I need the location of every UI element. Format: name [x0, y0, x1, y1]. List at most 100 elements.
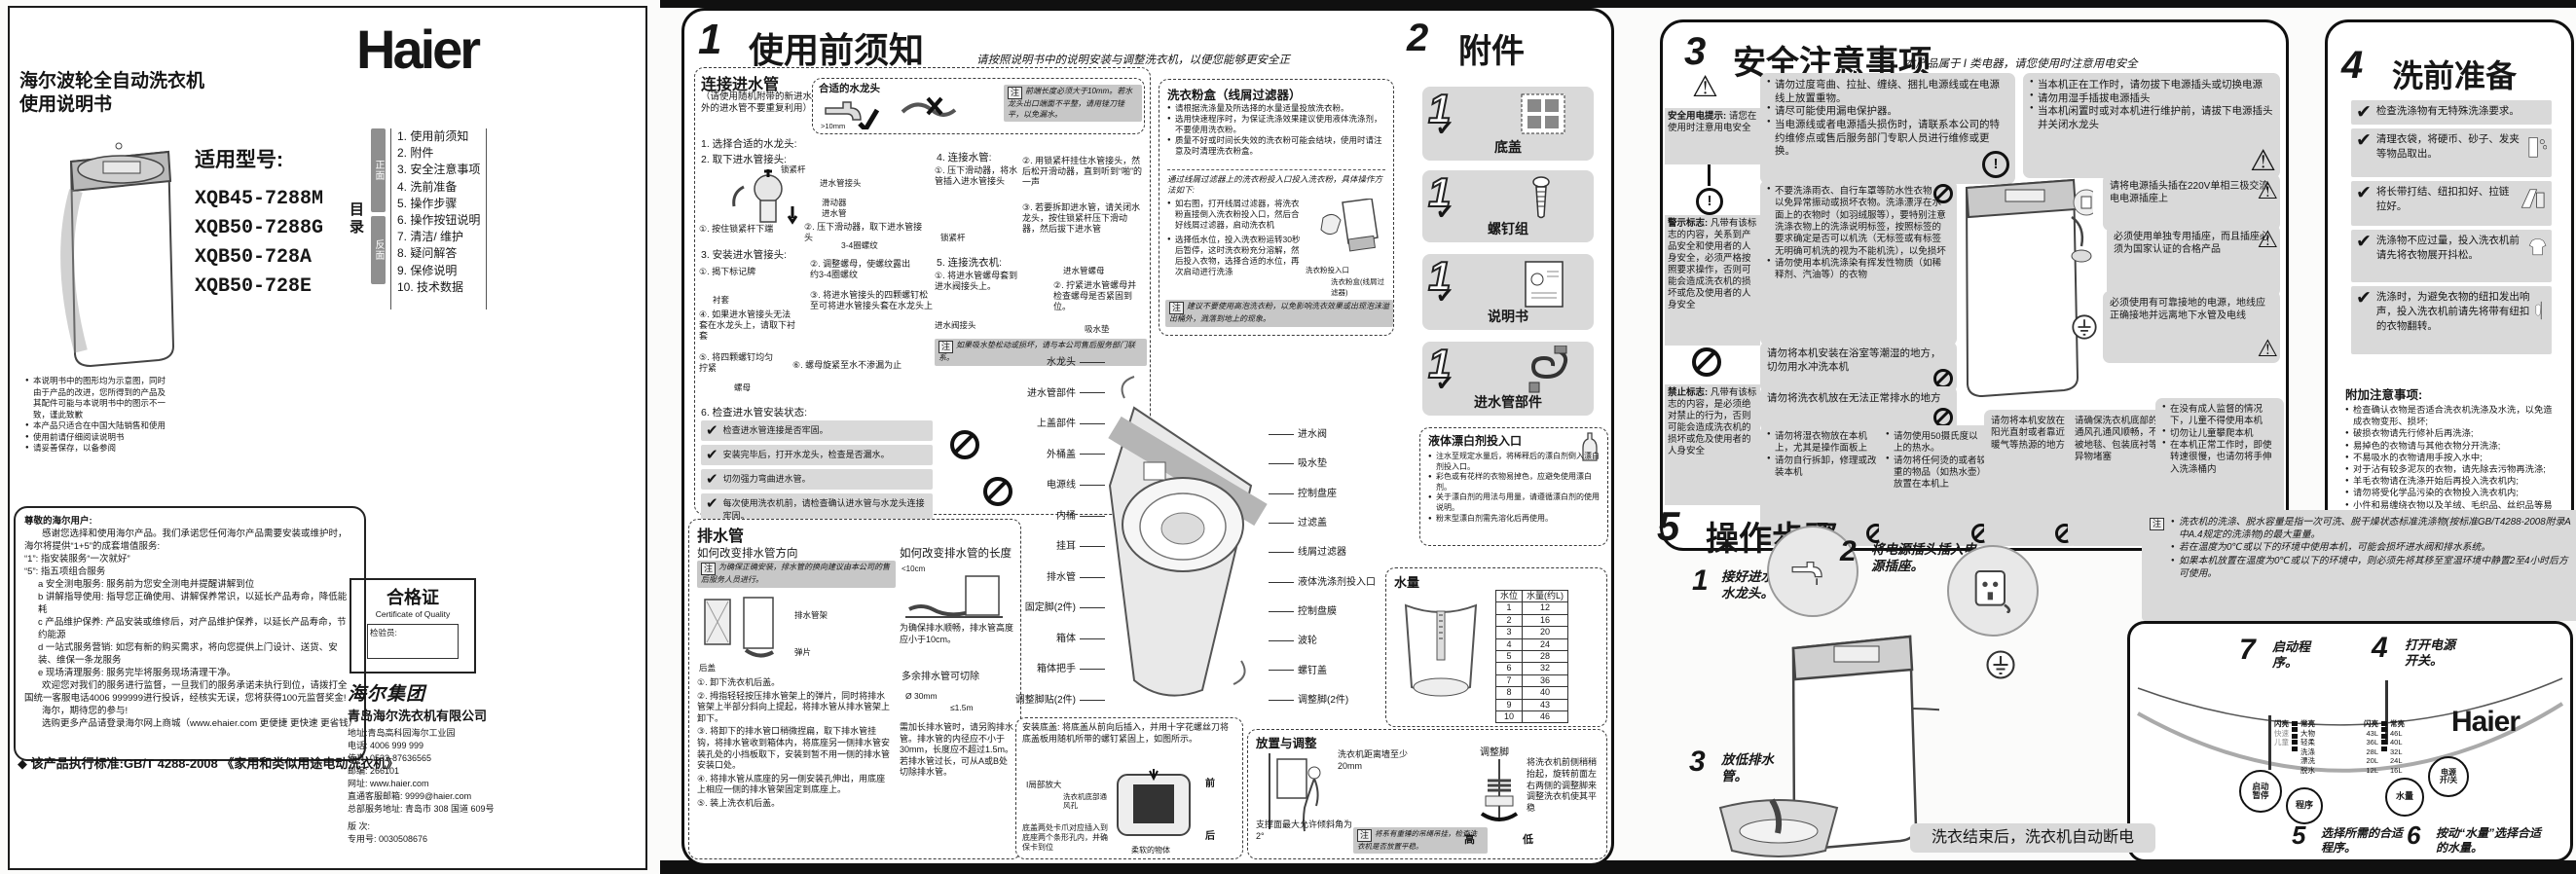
- bottom-cover-icon: [1521, 93, 1565, 134]
- check-text: 安装完毕后，打开水龙头，检查是否漏水。: [722, 450, 890, 459]
- check-icon: ✔: [1436, 200, 1454, 224]
- check-row: ✔清理衣袋，将硬币、砂子、发夹等物品取出。: [2351, 128, 2552, 177]
- inlet-step2: 2. 取下进水管接头:: [701, 154, 788, 165]
- manual-icon: [1525, 261, 1564, 308]
- company-info: 海尔集团 青岛海尔洗衣机有限公司 地址:青岛高科园海尔工业园电话: 4006 9…: [348, 679, 523, 845]
- suction-pad-label: 吸水垫: [1085, 324, 1110, 334]
- check-row: ✔安装完毕后，打开水龙头，检查是否漏水。: [701, 445, 933, 465]
- serial-line: 专用号: 0030508676: [348, 834, 428, 844]
- step6-text: 按动“水量”选择合适的水量。: [2436, 826, 2542, 855]
- accessory-name: 进水管部件: [1474, 394, 1542, 410]
- check-text: 清理衣袋，将硬币、砂子、发夹等物品取出。: [2375, 133, 2520, 160]
- toc-item: 2. 附件: [397, 146, 434, 161]
- water-level: 9: [1494, 698, 1524, 712]
- part-label: 液体洗涤剂投入口: [1269, 573, 1415, 588]
- prohibit-icon: [1692, 347, 1721, 377]
- water-liters: 43: [1522, 698, 1569, 712]
- hose-joint-illustration: [732, 169, 798, 225]
- drain-10cm-label: <10cm: [902, 564, 926, 573]
- extra-note: 检查确认衣物是否适合洗衣机洗涤及水洗，以免造成衣物变形、损坏;: [2345, 404, 2556, 427]
- check-row: ✔洗涤时，为避免衣物的纽扣发出响声，投入洗衣机前请先将带有纽扣的衣物翻转。: [2351, 286, 2552, 354]
- letter-p3: 海尔，期待您的参与!: [42, 706, 129, 716]
- control-panel-box: 7 启动程序。 4 打开电源开关。 闪亮 快速儿童 常亮 大物轻柔洗涤漂洗脱水 …: [2127, 621, 2573, 862]
- accessory-qty: 1: [1427, 341, 1452, 386]
- accessory-card-manual: 1✔ 说明书: [1422, 254, 1594, 330]
- part-label: 波轮: [1269, 632, 1415, 646]
- program-blink-item: 儿童: [2274, 738, 2289, 747]
- water-blink-item: 36L: [2366, 738, 2378, 747]
- detergent-box: 洗衣粉盒（线屑过滤器） 请根据洗涤量及所选择的水量适量投放洗衣粉。选用快速程序时…: [1159, 79, 1394, 336]
- program-label: 程序: [2295, 800, 2313, 811]
- warning-card-working: 当本机正在工作时，请勿拔下电源插头或切换电源请勿用湿手插拔电源插头当本机闲置时或…: [2023, 73, 2280, 178]
- washing-machine-illustration: [1965, 178, 2093, 398]
- button-shirt-icon: [2535, 301, 2542, 320]
- scan-edge-top: [660, 0, 2576, 8]
- accessory-qty: 1: [1427, 253, 1452, 299]
- check-text: 检查洗涤物有无特殊洗涤要求。: [2375, 105, 2520, 117]
- warning-bullet: 不要洗涤雨衣、自行车罩等防水性衣物，以免异常振动或损坏衣物。洗涤漂浮在水面上的衣…: [1767, 186, 1950, 258]
- water-steady-item: 32L: [2390, 747, 2403, 756]
- faucet-box: 合适的水龙头 >10mm 注前端长度必须大于10mm。若水龙头出口端面不平整，请…: [812, 78, 1145, 134]
- part-label: 箱体把手: [969, 660, 1105, 674]
- inlet-step3a: ①. 揭下标记牌: [699, 267, 756, 276]
- model-number: XQB50-728A: [195, 246, 313, 269]
- water-steady-item: 40L: [2390, 738, 2403, 747]
- warning-bullet: 请勿将任何烫的或者较重的物品（如热水壶）放置在本机上: [1886, 455, 1987, 492]
- warning-bullet: 请勿将湿衣物放在本机上，尤其是操作面板上: [1767, 431, 1882, 455]
- bottom-cover-text: 安装底盖: 将底盖从前向后插入，并用十字花螺丝刀将底盖板用随机所带的螺钉紧固上，…: [1022, 722, 1230, 744]
- inlet-step4: 4. 连接水管:: [937, 152, 992, 164]
- step7-pointer: [2268, 715, 2271, 770]
- company-line: 网址: www.haier.com: [348, 779, 429, 788]
- warning-bullet: 切勿让儿童攀爬本机: [2162, 428, 2277, 440]
- water-liters: 36: [1522, 674, 1569, 688]
- basin-icon: [1718, 798, 1839, 857]
- water-heading: 水量: [1394, 575, 1420, 590]
- exploded-machine-illustration: [1108, 376, 1268, 697]
- step2-number: 2: [1840, 535, 1857, 567]
- operation-note: 洗衣机的洗涤、脱水容量是指一次可洗、脱干燥状态标准洗涤物(按标准GB/T4288…: [2171, 516, 2574, 541]
- water-level: 6: [1494, 662, 1524, 675]
- machine-labels-right: 进水阀吸水垫控制盘座过滤盖线屑过滤器液体洗涤剂投入口控制盘膜波轮螺钉盖调整脚(2…: [1269, 425, 1415, 706]
- machine-labels-left: 水龙头进水管部件上盖部件外桶盖电源线内桶挂耳排水管固定脚(2件)箱体箱体把手调整…: [969, 353, 1105, 706]
- section-prewash: 4 洗前准备 ✔检查洗涤物有无特殊洗涤要求。 ✔清理衣袋，将硬币、砂子、发夹等物…: [2325, 19, 2574, 556]
- note-tag: 注: [1169, 302, 1185, 314]
- water-liters: 32: [1522, 662, 1569, 675]
- manual-title-line2: 使用说明书: [19, 94, 113, 115]
- adjust-foot-label: 调整脚: [1480, 747, 1509, 758]
- tilt-text: 支撑面最大允许倾斜角为2°: [1256, 819, 1353, 841]
- drain-heading: 排水管: [697, 528, 745, 545]
- note-tag: 注: [1357, 829, 1373, 842]
- water-blink-item: 20L: [2366, 756, 2378, 765]
- drain-step: ③. 将卸下的排水管口稍微捏扁，取下排水管挂钩，将排水管收到箱体内，将底座另一侧…: [697, 726, 891, 771]
- check-icon: ✔: [1436, 283, 1454, 308]
- toc-back-tab: 反面: [371, 216, 386, 284]
- warning-card-socket-220v: 请将电源插头插在220V单相三极交流电电源插座上 ⚠: [2103, 174, 2280, 231]
- water-level: 1: [1494, 601, 1524, 615]
- pause-label: 暂停: [2252, 790, 2269, 800]
- warning-text: 请将电源插头插在220V单相三极交流电电源插座上: [2110, 181, 2269, 204]
- part-label: 进水管部件: [969, 384, 1105, 399]
- liner-label: 衬套: [713, 295, 730, 305]
- faucet-note: 注前端长度必须大于10mm。若水龙头出口端面不平整，请用锉刀锉平，以免漏水。: [1004, 85, 1142, 122]
- water-col-level: 水位: [1494, 589, 1524, 603]
- detergent-how-intro: 通过线屑过滤器上的洗衣粉投入口投入洗衣粉，具体操作方法如下:: [1167, 169, 1385, 196]
- letter-service-item: d 一站式服务营销: 如您有新的购买需求，将向您提供上门设计、送货、安装、维保一…: [38, 642, 338, 666]
- prohibit-icon: [1933, 184, 1953, 203]
- section5-number: 5: [1657, 503, 1680, 549]
- water-steady-item: 16L: [2390, 765, 2403, 775]
- service-letter: 尊敬的海尔用户: 感谢您选择和使用海尔产品。我们承诺您任何海尔产品需要安装或维护…: [14, 506, 366, 761]
- drain-note-text: 为确保正确安装，排水管的换向建议由本公司的售后服务人员进行。: [701, 563, 891, 584]
- company-line: 传真: 0532-87636565: [348, 753, 432, 763]
- haier-group-logo: 海尔集团: [348, 684, 426, 705]
- operation-note-box: 注 洗衣机的洗涤、脱水容量是指一次可洗、脱干燥状态标准洗涤物(按标准GB/T42…: [2142, 510, 2576, 621]
- warning-bullet: 在没有成人监督的情况下，儿童不得使用本机: [2162, 404, 2277, 428]
- hose-icon: [1528, 346, 1568, 393]
- powder-inlet-label: 洗衣粉投入口: [1306, 266, 1349, 274]
- safety-tip-box: 安全用电提示: 请您在使用时注意用电安全: [1665, 108, 1760, 164]
- part-label: 固定脚(2件): [969, 599, 1105, 613]
- extra-note: 破损衣物请先行修补后再洗涤;: [2345, 427, 2556, 439]
